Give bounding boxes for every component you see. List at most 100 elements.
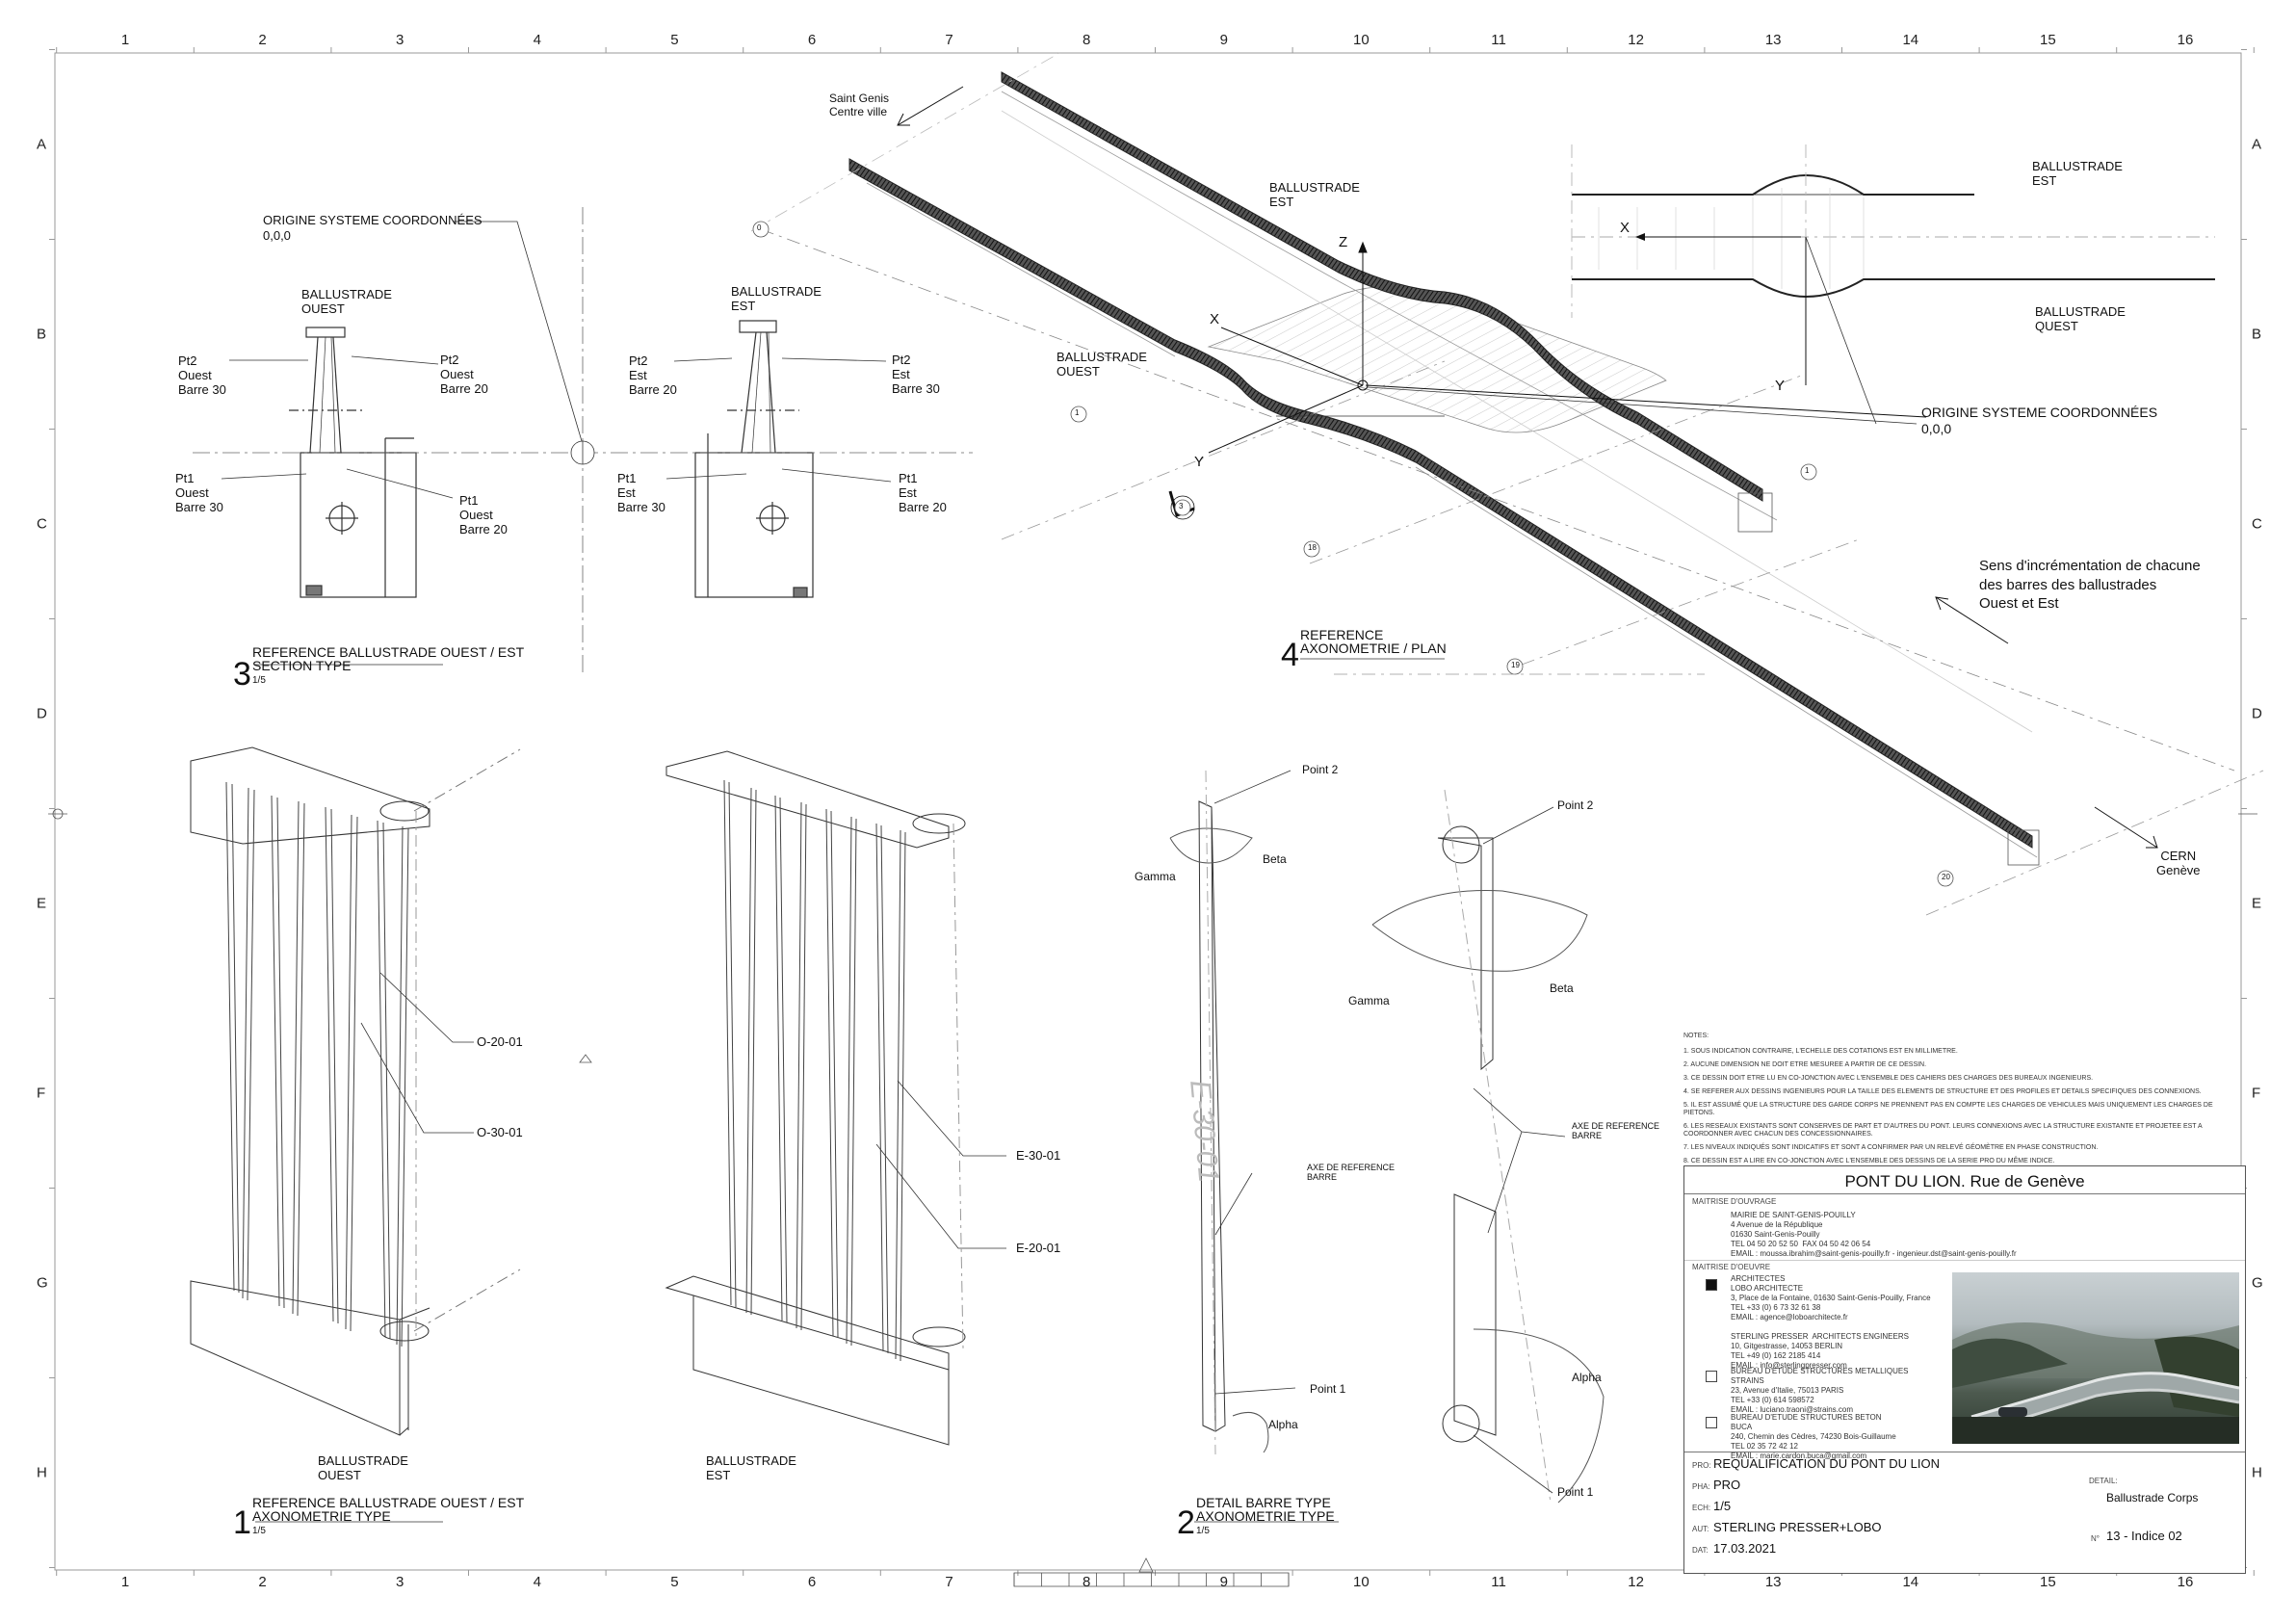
balustrade-bar xyxy=(276,797,285,1309)
grid-col-3-top: 3 xyxy=(396,32,404,48)
grid-col-2-top: 2 xyxy=(258,32,267,48)
detail-a-point-1: Point 1 xyxy=(1310,1382,1346,1396)
grid-col-12-top: 12 xyxy=(1628,32,1644,48)
moe-label: MAITRISE D'OEUVRE xyxy=(1692,1263,1771,1271)
notes-heading: NOTES: xyxy=(1683,1033,1709,1039)
axo-marker-label: 0 xyxy=(757,223,762,232)
balustrade-bar xyxy=(895,829,901,1360)
balustrade-bar xyxy=(225,781,235,1292)
section-west xyxy=(289,327,417,598)
detail-b-beta: Beta xyxy=(1550,981,1574,995)
plan-axis-y: Y xyxy=(1775,378,1786,394)
bar-tag-e-20-01: E-20-01 xyxy=(1016,1241,1061,1255)
grid-col-13-top: 13 xyxy=(1764,32,1782,48)
balustrade-bar xyxy=(850,818,857,1347)
grid-col-9-bottom: 9 xyxy=(1219,1574,1228,1590)
grid-col-6-bottom: 6 xyxy=(807,1574,817,1590)
grid-row-F-left: F xyxy=(37,1085,46,1102)
balustrade-bar xyxy=(382,822,391,1340)
balustrade-bar xyxy=(750,789,757,1316)
detail-a-gamma: Gamma xyxy=(1135,870,1176,883)
section-east-pt1-20: Pt1 Est Barre 20 xyxy=(899,471,947,514)
balustrade-bar xyxy=(242,787,249,1299)
balustrade-bar xyxy=(271,795,280,1307)
axo-label-balustrade-ouest: BALLUSTRADE OUEST xyxy=(1057,350,1147,379)
grid-col-11-top: 11 xyxy=(1491,32,1506,48)
axo-origin-coords: 0,0,0 xyxy=(1921,421,1952,436)
balustrade-bar xyxy=(377,820,386,1338)
ech-key: ECH: xyxy=(1692,1504,1711,1512)
beton-details: BUREAU D'ETUDE STRUCTURES BETON BUCA 240… xyxy=(1731,1413,1896,1460)
ref-2-scale: 1/5 xyxy=(1196,1526,1210,1536)
ref-1-subtitle: AXONOMETRIE TYPE xyxy=(252,1508,391,1524)
balustrade-bar xyxy=(779,797,788,1323)
bar-detail-b xyxy=(1371,789,1605,1504)
detail-value: Ballustrade Corps xyxy=(2106,1491,2199,1504)
plan-axis-x: X xyxy=(1620,220,1631,236)
grid-row-G-left: G xyxy=(37,1274,48,1292)
balustrade-bar xyxy=(774,795,783,1321)
grid-col-4-bottom: 4 xyxy=(533,1574,541,1590)
balustrade-bar xyxy=(728,781,737,1308)
balustrade-ouest-axo xyxy=(190,746,521,1436)
axo-label-balustrade-est: BALLUSTRADE EST xyxy=(1269,180,1360,209)
title-block: PONT DU LION. Rue de Genève MAITRISE D'O… xyxy=(1683,1165,2246,1574)
axo-marker-circle xyxy=(1174,499,1191,516)
note-line: 7. LES NIVEAUX INDIQUÉS SONT INDICATIFS … xyxy=(1683,1144,2099,1151)
detail-key: DETAIL: xyxy=(2089,1477,2118,1485)
label-cern-geneve: CERN Genève xyxy=(2156,849,2201,877)
grid-row-B-right: B xyxy=(2252,326,2262,343)
section-east-pt2-30: Pt2 Est Barre 30 xyxy=(892,353,940,396)
ech-value: 1/5 xyxy=(1713,1499,1732,1513)
grid-col-2-bottom: 2 xyxy=(258,1574,267,1590)
pha-value: PRO xyxy=(1713,1478,1741,1492)
section-origin-title: ORIGINE SYSTEME COORDONNÉES xyxy=(263,213,483,227)
architects-details: ARCHITECTES LOBO ARCHITECTE 3, Place de … xyxy=(1731,1274,1931,1370)
axo-marker-label: 20 xyxy=(1942,873,1950,881)
grid-row-A-left: A xyxy=(37,136,47,153)
balustrade-bar xyxy=(297,802,305,1317)
ref-3-scale: 1/5 xyxy=(252,675,266,686)
metal-checkbox xyxy=(1706,1371,1717,1382)
detail-a-point-2: Point 2 xyxy=(1302,763,1339,776)
bar-tag-o-20-01: O-20-01 xyxy=(477,1034,523,1049)
grid-col-13-bottom: 13 xyxy=(1764,1574,1782,1590)
grid-col-16-top: 16 xyxy=(2177,32,2194,48)
notes-list: 1. SOUS INDICATION CONTRAIRE, L'ECHELLE … xyxy=(1683,1048,2237,1171)
detail-b-axis-label: AXE DE REFERENCE BARRE xyxy=(1572,1121,1660,1141)
grid-row-E-right: E xyxy=(2252,895,2262,912)
pro-value: REQUALIFICATION DU PONT DU LION xyxy=(1713,1456,1940,1471)
bar-tag-o-30-01: O-30-01 xyxy=(477,1125,523,1139)
grid-row-G-right: G xyxy=(2252,1274,2263,1292)
mo-details: MAIRIE DE SAINT-GENIS-POUILLY 4 Avenue d… xyxy=(1731,1211,2017,1258)
section-east-pt2-20: Pt2 Est Barre 20 xyxy=(629,353,677,397)
grid-col-7-top: 7 xyxy=(945,32,953,48)
grid-col-8-top: 8 xyxy=(1083,32,1091,48)
balustrade-bar xyxy=(325,806,334,1322)
grid-col-15-bottom: 15 xyxy=(2040,1574,2056,1590)
balustrade-bar xyxy=(723,779,732,1306)
grid-row-E-left: E xyxy=(37,895,47,912)
balustrade-bar xyxy=(350,816,358,1332)
note-line: 2. AUCUNE DIMENSION NE DOIT ETRE MESUREE… xyxy=(1683,1061,1927,1068)
bar-detail-a xyxy=(1169,770,1296,1455)
pro-key: PRO: xyxy=(1692,1461,1711,1470)
detail-b-gamma: Gamma xyxy=(1348,994,1390,1007)
ref-3-title: REFERENCE BALLUSTRADE OUEST / EST xyxy=(252,644,525,660)
section-east-pt1-30: Pt1 Est Barre 30 xyxy=(617,471,665,514)
axo-axis-z: Z xyxy=(1339,234,1348,250)
section-west-pt1-20: Pt1 Ouest Barre 20 xyxy=(459,493,508,536)
sheet-number-value: 13 - Indice 02 xyxy=(2106,1529,2182,1543)
ref-2-number: 2 xyxy=(1177,1504,1195,1541)
balustrade-bar xyxy=(825,808,834,1337)
grid-col-9-top: 9 xyxy=(1219,32,1228,48)
note-line: 4. SE REFERER AUX DESSINS INGENIEURS POU… xyxy=(1683,1088,2202,1095)
grid-col-7-bottom: 7 xyxy=(945,1574,953,1590)
balustrade-bar xyxy=(745,787,752,1314)
grid-col-11-bottom: 11 xyxy=(1491,1574,1506,1590)
section-west-pt2-30: Pt2 Ouest Barre 30 xyxy=(178,353,226,397)
dat-value: 17.03.2021 xyxy=(1713,1541,1777,1556)
note-line: 1. SOUS INDICATION CONTRAIRE, L'ECHELLE … xyxy=(1683,1048,1958,1055)
axo-balustrade-est-name: BALLUSTRADE EST xyxy=(706,1453,796,1482)
